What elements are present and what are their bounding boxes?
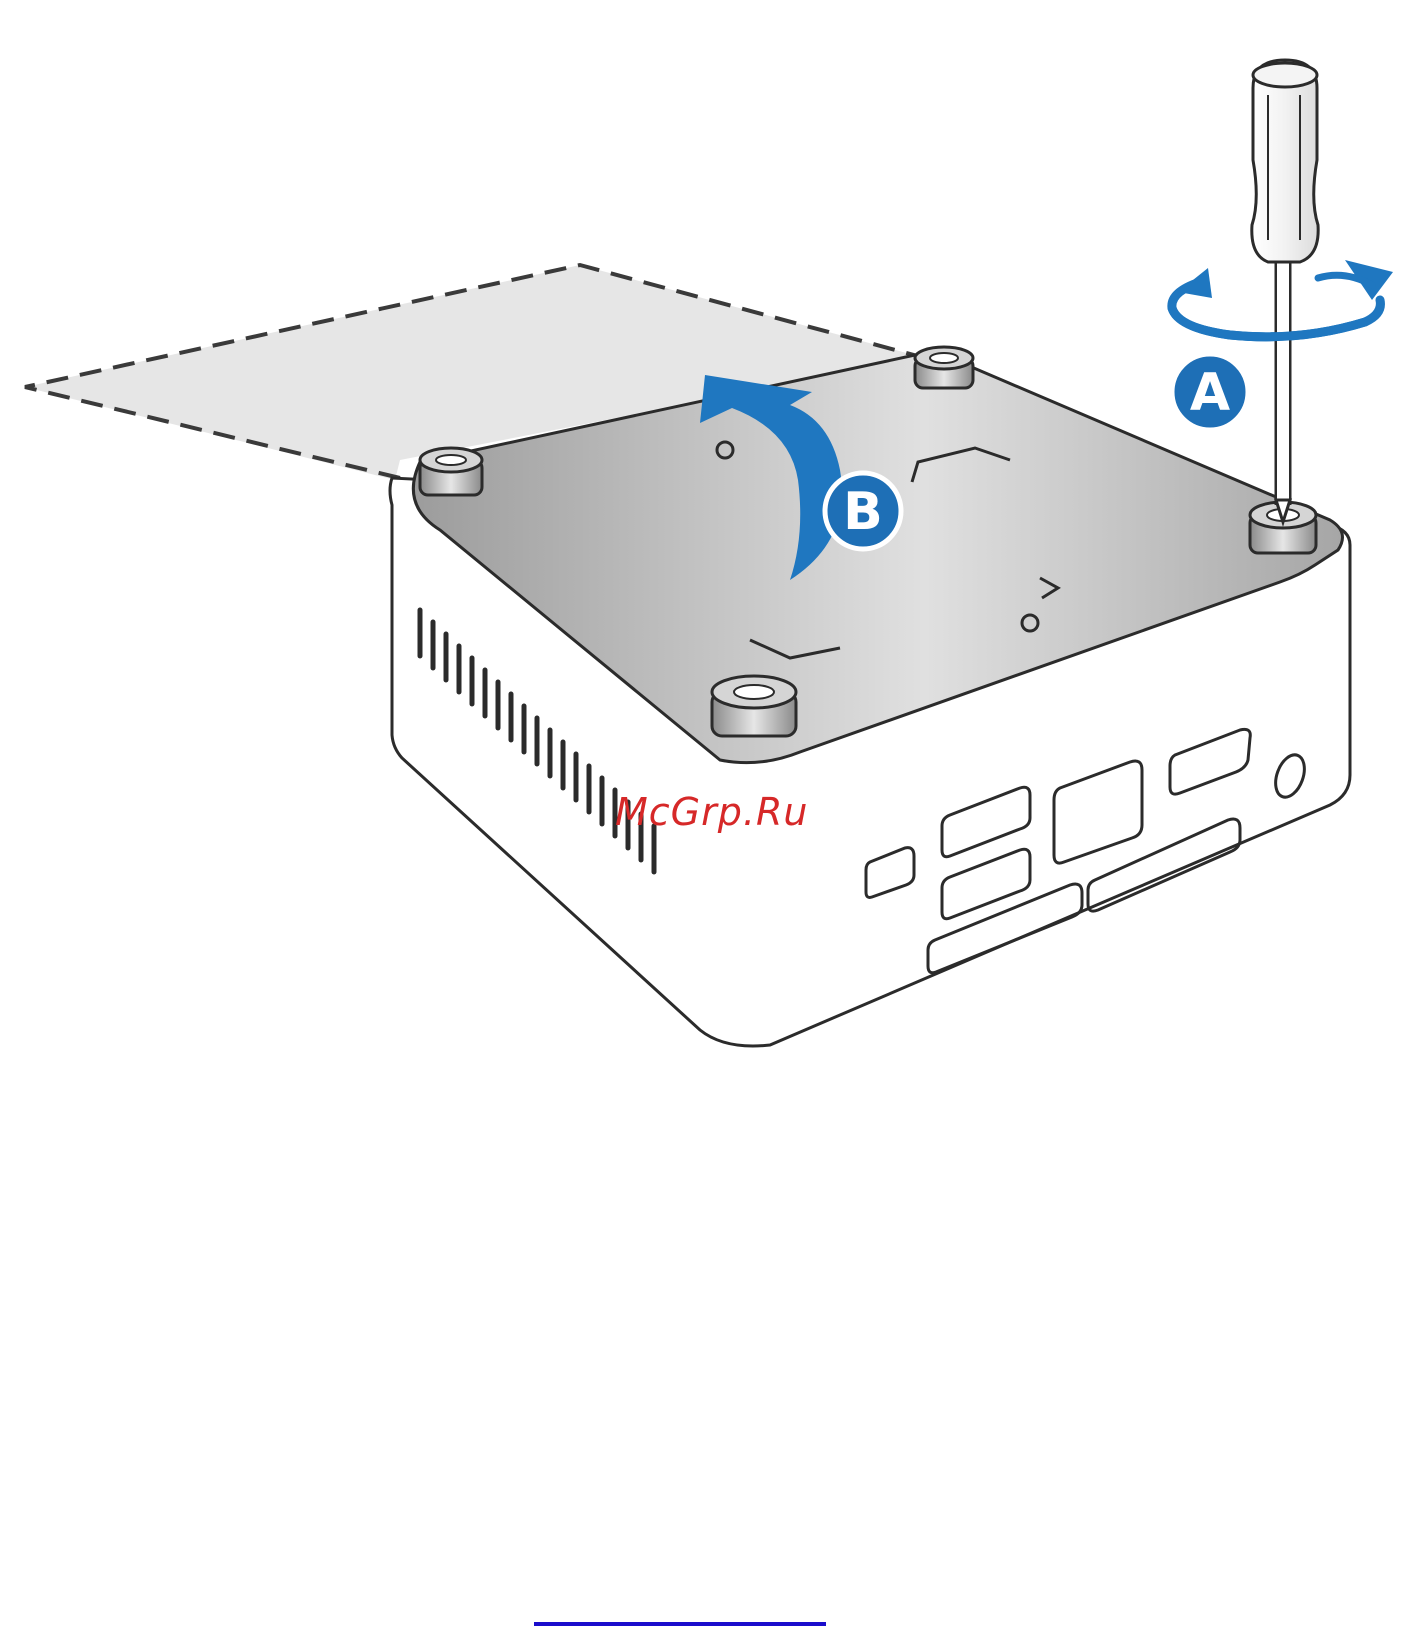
screwdriver-icon bbox=[1252, 60, 1318, 522]
watermark-text: McGrp.Ru bbox=[615, 790, 808, 834]
bottom-link-bar[interactable] bbox=[534, 1622, 826, 1626]
screw-foot-front bbox=[712, 676, 796, 736]
screw-foot-front-left bbox=[420, 448, 482, 495]
callout-a: A bbox=[1172, 354, 1248, 430]
rotate-arrow-front bbox=[1172, 308, 1365, 337]
callout-a-label: A bbox=[1190, 363, 1230, 423]
callout-b: B bbox=[825, 473, 901, 549]
callout-b-label: B bbox=[843, 482, 883, 542]
screw-foot-back bbox=[915, 347, 973, 388]
